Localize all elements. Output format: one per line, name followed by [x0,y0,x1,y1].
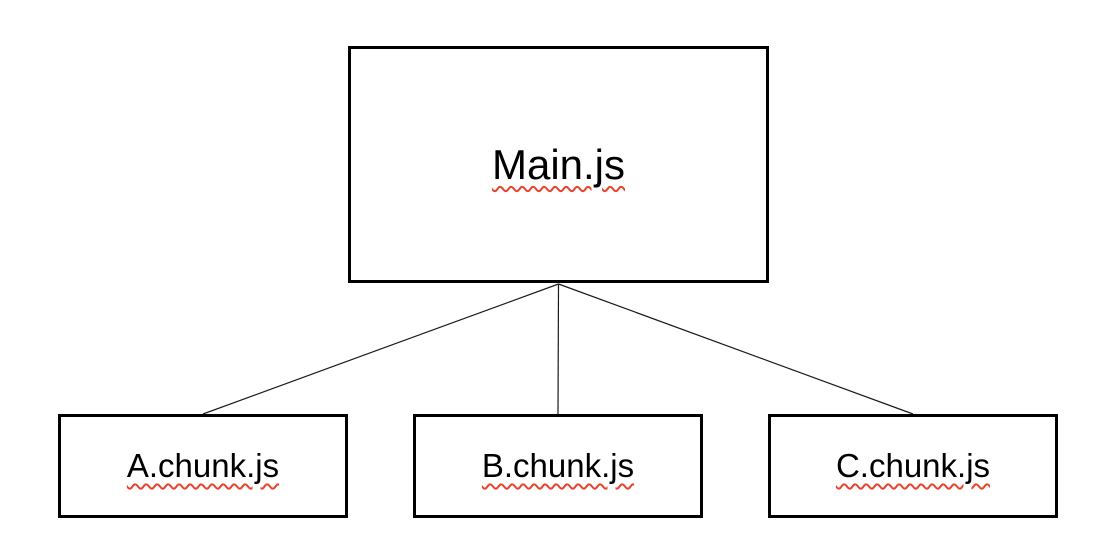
connector-main-to-a-chunk [202,283,559,415]
connector-main-to-b-chunk [557,283,560,415]
node-a-chunk-js-label: A.chunk.js [126,447,280,484]
node-a-chunk-js: A.chunk.js [58,414,348,518]
node-main-js-label: Main.js [491,140,626,188]
connector-main-to-c-chunk [558,283,914,415]
node-main-js: Main.js [348,46,769,283]
node-b-chunk-js-label: B.chunk.js [481,447,635,484]
node-c-chunk-js-label: C.chunk.js [835,447,991,484]
node-c-chunk-js: C.chunk.js [768,414,1058,518]
node-b-chunk-js: B.chunk.js [413,414,703,518]
